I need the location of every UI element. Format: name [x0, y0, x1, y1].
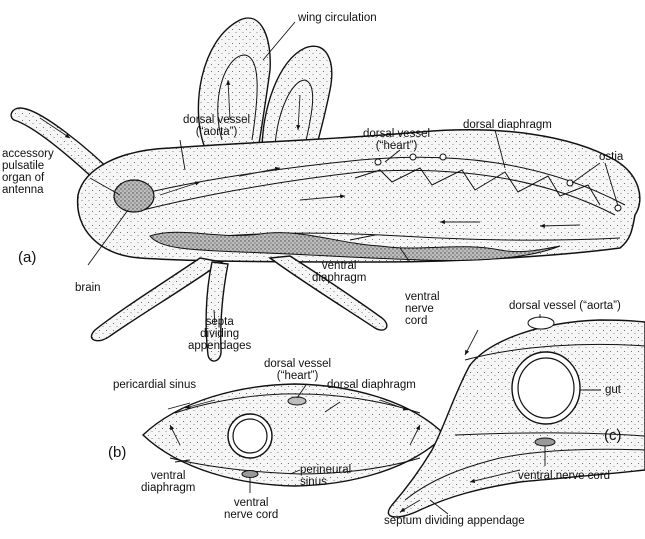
label-wing-circulation: wing circulation [298, 12, 377, 24]
label-line: (“heart”) [375, 140, 418, 152]
label-c-dorsal-vessel: dorsal vessel (“aorta”) [509, 300, 621, 312]
label-b-pericardial-sinus: pericardial sinus [113, 379, 197, 391]
c-nerve-cord [534, 437, 556, 447]
label-septa-dividing-appendages: septa dividing appendages [188, 316, 251, 352]
label-b-ventral-nerve-cord: ventral nerve cord [224, 497, 278, 521]
label-line: dividing [200, 328, 240, 340]
brain-a [113, 179, 155, 213]
wing-loop-right [274, 79, 314, 146]
label-line: dorsal vessel [183, 114, 251, 126]
label-c-septum-dividing-appendage: septum dividing appendage [384, 515, 525, 527]
ostium-4 [566, 179, 574, 187]
label-line: pulsatile [2, 160, 45, 172]
panel-label-a: (a) [18, 249, 37, 266]
label-line: diaphragm [141, 482, 196, 494]
label-c-gut: gut [605, 384, 621, 396]
flow-arrow-a8 [296, 94, 301, 131]
c-gut-inner [517, 357, 575, 419]
c-aorta [527, 316, 555, 330]
label-line: appendages [188, 340, 252, 352]
c-gut-outer [511, 351, 581, 425]
label-line: ventral [321, 260, 357, 272]
c-diaphragm [464, 343, 645, 361]
leg-1 [90, 257, 224, 342]
label-line: organ of [2, 172, 45, 184]
leg-2 [205, 261, 229, 362]
label-line: diaphragm [312, 272, 367, 284]
b-heart [287, 396, 307, 406]
dorsal-vessel-a-lower [134, 169, 616, 216]
wing-left [197, 17, 271, 151]
flow-arrow-a5 [539, 223, 581, 229]
ventral-nerve-cord-a [149, 231, 561, 261]
flow-arrow-a4 [299, 194, 346, 201]
label-dorsal-diaphragm: dorsal diaphragm [463, 119, 552, 131]
label-line: antenna [2, 184, 44, 196]
label-line: perineural [300, 464, 352, 476]
label-line: cord [405, 315, 428, 327]
label-b-dorsal-vessel: dorsal vessel (“heart”) [264, 358, 331, 382]
flow-arrow-a1 [39, 117, 71, 139]
b-ventral-diaphragm [169, 457, 421, 475]
label-line: nerve [405, 303, 434, 315]
label-line: ventral [405, 291, 440, 303]
dorsal-vessel-a [119, 156, 626, 206]
ostium-2 [409, 153, 417, 161]
flow-arrow-a7 [226, 79, 231, 121]
ostium-3 [439, 153, 447, 161]
b-gut-outer [227, 413, 273, 459]
label-ventral-diaphragm: ventral diaphragm [312, 260, 366, 284]
label-line: dorsal vessel [264, 358, 332, 370]
label-accessory-pulsatile-organ: accessory pulsatile organ of antenna [2, 148, 54, 196]
label-line: septa [205, 316, 234, 328]
label-dorsal-vessel-heart: dorsal vessel (“heart”) [363, 128, 430, 152]
label-dorsal-vessel-aorta: dorsal vessel (“aorta”) [183, 114, 250, 138]
flow-arrow-a3 [239, 166, 281, 177]
label-c-ventral-nerve-cord: ventral nerve cord [518, 470, 611, 482]
label-line: nerve cord [224, 509, 279, 521]
b-nerve-cord [241, 470, 259, 478]
b-gut-inner [232, 418, 268, 454]
panel-a-insect-body [10, 17, 641, 362]
wing-loop-left [217, 54, 258, 141]
label-line: ventral [150, 470, 186, 482]
label-brain: brain [75, 282, 101, 294]
label-b-perineural-sinus: perineural sinus [300, 464, 351, 488]
panel-c-section [387, 314, 645, 518]
label-line: ventral [233, 497, 269, 509]
c-septum [404, 448, 645, 501]
dorsal-diaphragm-a [354, 167, 601, 206]
flow-arrow-a2 [159, 181, 201, 196]
c-lower-diaphragm [454, 432, 645, 437]
c-body-outline [387, 319, 645, 518]
label-line: (“aorta”) [195, 126, 238, 138]
label-ostia: ostia [599, 151, 624, 163]
label-line: (“heart”) [276, 370, 319, 382]
label-line: dorsal vessel [363, 128, 431, 140]
panel-label-c: (c) [604, 427, 622, 444]
label-line: sinus [300, 476, 327, 488]
label-line: accessory [2, 148, 54, 160]
label-b-ventral-diaphragm: ventral diaphragm [141, 470, 195, 494]
ostium-1 [374, 158, 382, 166]
leg-3 [268, 255, 388, 331]
label-ventral-nerve-cord: ventral nerve cord [405, 291, 440, 327]
label-b-dorsal-diaphragm: dorsal diaphragm [327, 379, 416, 391]
panel-label-b: (b) [108, 444, 127, 461]
panel-a-leaders [87, 21, 619, 326]
wing-right [261, 45, 333, 153]
